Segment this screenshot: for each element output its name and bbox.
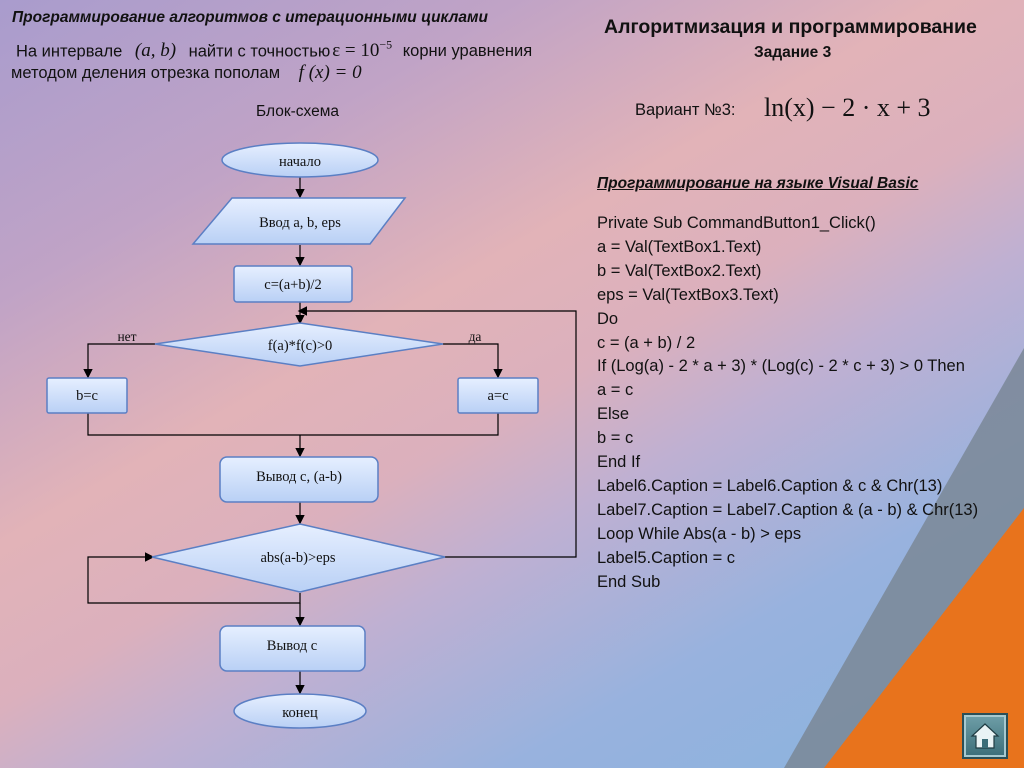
task-text-roots: корни уравнения [402,42,533,61]
output2-label: Вывод c [267,638,317,654]
task-line-2: методом деления отрезка пополам f (x) = … [11,62,362,84]
flowchart-title: Блок-схема [256,103,340,120]
code-line: a = c [597,381,634,400]
task-text-interval: На интервале [16,42,123,61]
code-line: a = Val(TextBox1.Text) [597,237,762,256]
output1-shape [219,456,379,503]
loop-exit-line [87,552,301,604]
input-shape [191,197,407,245]
right-assign-shape [457,377,539,414]
page-title: Алгоритмизация и программирование [604,16,977,38]
code-line: Label6.Caption = Label6.Caption & c & Ch… [597,476,943,495]
input-label: Ввод a, b, eps [259,215,341,231]
home-icon [970,723,1000,749]
equation-formula: f (x) = 0 [298,62,362,83]
yes-label: да [469,329,482,344]
variant-formula: ln(x) − 2 · x + 3 [764,93,931,122]
code-line: Else [597,405,630,424]
arrow-no-branch [83,343,155,379]
left-assign-shape [46,377,128,414]
no-label: нет [117,329,136,344]
code-line: b = Val(TextBox2.Text) [597,261,762,280]
epsilon-exponent: −5 [379,38,393,52]
code-line: Loop While Abs(a - b) > eps [597,524,802,543]
loop-condition-shape [151,523,446,593]
page-subtitle: Задание 3 [754,44,832,61]
code-line: If (Log(a) - 2 * a + 3) * (Log(c) - 2 * … [597,357,965,376]
start-shape [221,142,379,178]
right-assign-label: a=c [487,388,508,404]
loop-back-line [297,306,577,558]
task-text-method: методом деления отрезка пополам [11,64,281,82]
left-assign-label: b=c [76,388,98,404]
epsilon-formula: ε = 10−5 [332,38,393,62]
output2-shape [219,625,366,672]
code-line: c = (a + b) / 2 [597,333,696,352]
vb-section-title: Программирование на языке Visual Basic [597,175,919,192]
output1-label: Вывод c, (a-b) [256,469,342,485]
vb-code-listing: Private Sub CommandButton1_Click() a = V… [597,212,978,595]
start-label: начало [279,154,321,170]
end-label: конец [282,705,318,721]
code-line: Do [597,309,619,328]
code-line: Private Sub CommandButton1_Click() [597,214,876,232]
condition-shape [154,322,444,367]
code-line: eps = Val(TextBox3.Text) [597,285,779,304]
code-line: End Sub [597,572,661,591]
code-line: b = c [597,429,634,448]
epsilon-base: ε = 10 [332,40,380,62]
code-line: Label5.Caption = c [597,548,736,567]
home-button[interactable] [962,713,1008,759]
code-line: End If [597,453,641,472]
merge-line [87,413,499,436]
interval-formula: (a, b) [134,40,177,62]
arrow-yes-branch [443,343,503,379]
calc-label: c=(a+b)/2 [264,277,321,293]
variant-label: Вариант №3: [635,101,736,119]
left-title: Программирование алгоритмов с итерационн… [12,9,488,26]
condition-label: f(a)*f(c)>0 [268,338,333,354]
end-shape [233,693,367,729]
calc-shape [233,265,353,303]
task-text-precision: найти с точностью [188,42,331,61]
loop-condition-label: abs(a-b)>eps [260,550,335,566]
code-line: Label7.Caption = Label7.Caption & (a - b… [597,500,979,519]
